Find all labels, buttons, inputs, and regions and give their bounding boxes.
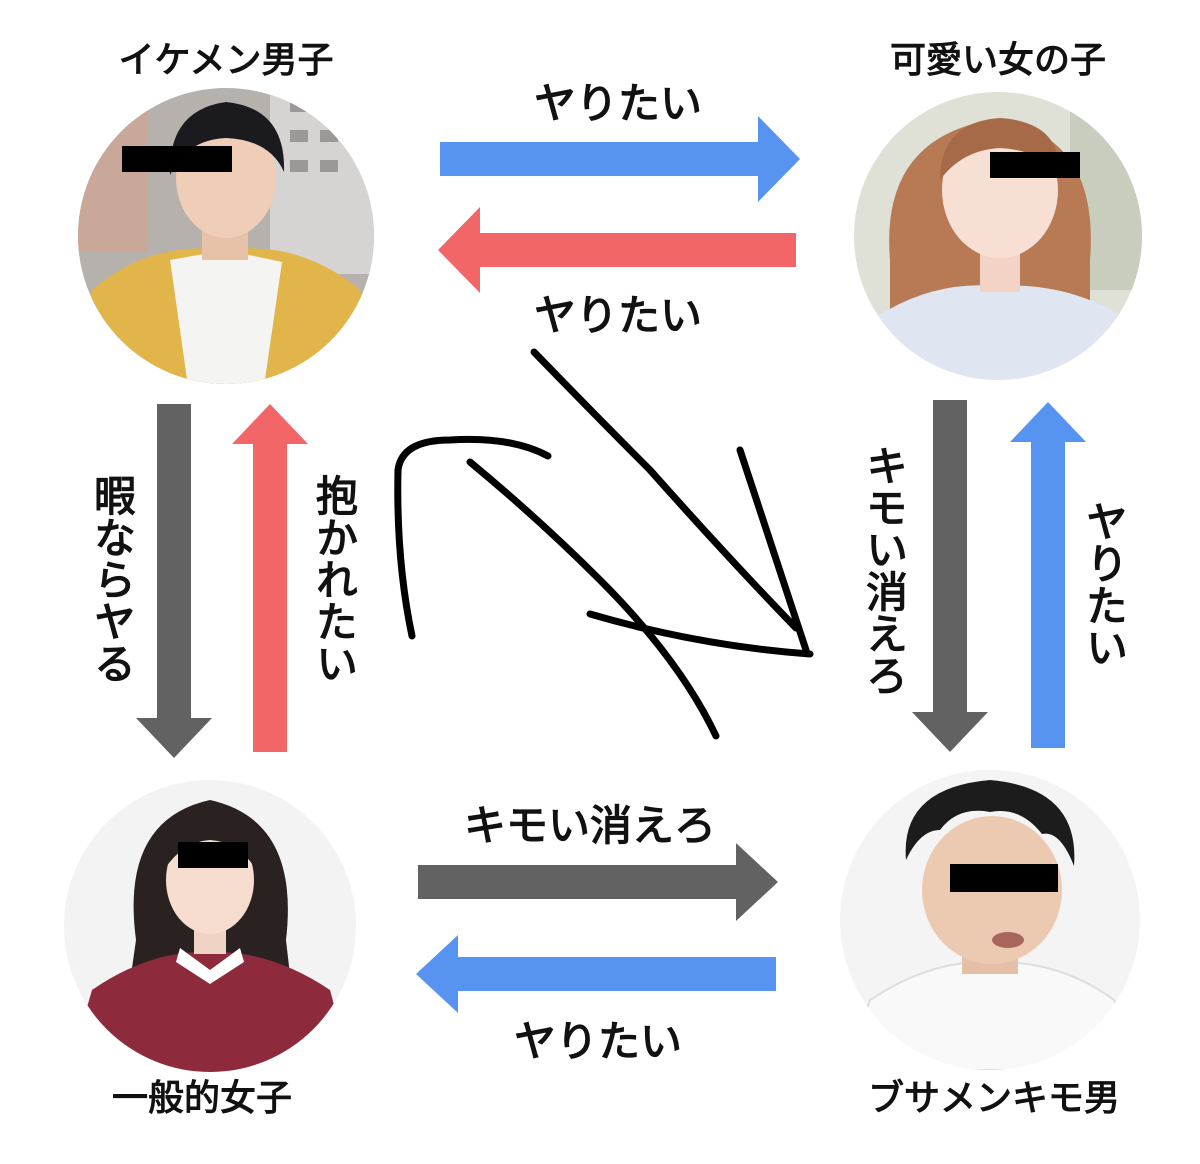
arrow-average-to-ugly [418,843,778,921]
node-label-ugly-man: ブサメンキモ男 [868,1077,1120,1119]
censor-bar-cute-girl [990,152,1080,178]
arrow-handsome-to-cute [440,116,800,202]
edge-label-handsome-to-cute: ヤりたい [534,79,702,128]
portrait-cute-girl [854,92,1142,380]
arrow-ugly-to-cute [1010,402,1086,748]
arrow-cute-to-ugly [912,400,988,752]
scribble-mark [394,348,814,740]
portrait-ugly-man [840,770,1140,1070]
portrait-average-girl [64,780,356,1072]
edge-label-ugly-to-average: ヤりたい [514,1017,682,1066]
edge-label-average-to-ugly: キモい消えろ [464,801,716,850]
edge-label-ugly-to-cute: ヤりたい [1080,500,1129,668]
node-label-cute-girl: 可愛い女の子 [890,40,1106,81]
arrow-average-to-handsome [232,404,308,752]
edge-label-handsome-to-average: 暇ならヤる [88,474,137,684]
censor-bar-handsome-man [122,146,232,172]
censor-bar-average-girl [178,842,248,868]
arrow-ugly-to-average [416,935,776,1013]
arrow-handsome-to-average [136,404,212,758]
portrait-handsome-man [78,88,374,384]
edge-label-cute-to-handsome: ヤりたい [534,291,702,340]
edge-label-cute-to-ugly: キモい消えろ [860,444,909,696]
node-label-handsome-man: イケメン男子 [119,40,334,81]
arrow-cute-to-handsome [438,207,796,293]
edge-label-average-to-handsome: 抱かれたい [310,474,359,684]
censor-bar-ugly-man [950,864,1058,892]
node-label-average-girl: 一般的女子 [112,1078,292,1119]
